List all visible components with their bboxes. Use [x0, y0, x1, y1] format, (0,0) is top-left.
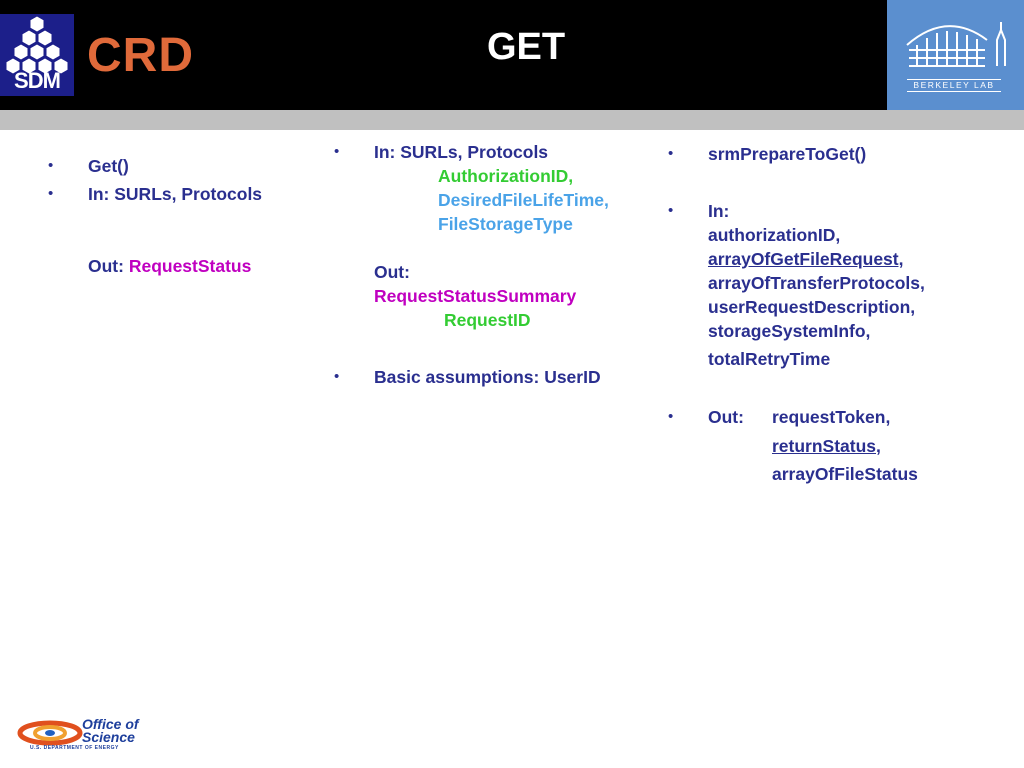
bullet-icon: •: [334, 143, 340, 160]
column-3: • srmPrepareToGet() • In: authorizationI…: [668, 142, 1018, 492]
col3-function-name: srmPrepareToGet(): [708, 144, 867, 164]
bullet-icon: •: [48, 185, 54, 202]
doe-text: U.S. DEPARTMENT OF ENERGY: [30, 745, 119, 751]
bullet-icon: •: [334, 368, 340, 385]
bullet-icon: •: [668, 202, 674, 219]
col3-out-param: returnStatus,: [772, 436, 881, 456]
col2-out-requestid: RequestID: [444, 310, 531, 330]
col3-in-param: arrayOfGetFileRequest,: [708, 249, 904, 269]
slide-header: SDM CRD GET BERKELEY LAB: [0, 0, 1024, 110]
header-divider-bar: [0, 110, 1024, 130]
bullet-icon: •: [48, 157, 54, 174]
col2-in-authorization: AuthorizationID,: [438, 166, 574, 186]
col2-in-line: In: SURLs, Protocols: [374, 142, 549, 162]
col3-out-comma: ,: [885, 407, 891, 427]
col2-basic-assumptions: Basic assumptions: UserID: [374, 367, 601, 387]
office-of-text: Office of: [82, 716, 139, 732]
column-1: • Get() • In: SURLs, Protocols Out: Requ…: [48, 154, 318, 294]
col1-out-line: Out: RequestStatus: [88, 254, 251, 278]
sdm-logo: SDM: [0, 14, 74, 96]
office-of-science-swirl-icon: [17, 720, 83, 746]
col3-in-param: storageSystemInfo,: [708, 321, 871, 341]
col3-out-param: requestToken,: [772, 405, 890, 429]
bullet-icon: •: [668, 145, 674, 162]
col3-out-param: arrayOfFileStatus: [772, 464, 918, 484]
column-2: • In: SURLs, Protocols AuthorizationID, …: [334, 140, 654, 400]
berkeley-lab-logo: BERKELEY LAB: [887, 0, 1024, 110]
berkeley-lab-text: BERKELEY LAB: [907, 79, 1001, 92]
science-text: Science: [82, 729, 135, 745]
bullet-icon: •: [668, 408, 674, 425]
col3-in-param: arrayOfTransferProtocols,: [708, 273, 925, 293]
col3-out-label: Out:: [708, 407, 744, 427]
col3-in-param: authorizationID,: [708, 225, 841, 245]
col3-in-label: In:: [708, 201, 730, 221]
col1-bullet-in: In: SURLs, Protocols: [88, 184, 263, 204]
berkeley-building-icon: [906, 22, 1006, 67]
col3-out-request-token: requestToken: [772, 407, 886, 427]
col2-in-lifetime: DesiredFileLifeTime,: [438, 190, 609, 210]
hexagon-cluster-icon: [5, 15, 69, 75]
col1-out-value: RequestStatus: [128, 256, 252, 276]
crd-logo-text: CRD: [87, 29, 194, 82]
col1-out-label: Out:: [88, 256, 129, 276]
col2-in-storagetype: FileStorageType: [438, 214, 573, 234]
col1-bullet-get: Get(): [88, 156, 129, 176]
col3-in-param: totalRetryTime: [708, 349, 831, 369]
col2-out-label: Out:: [374, 262, 410, 282]
sdm-logo-text: SDM: [14, 68, 61, 93]
slide-title: GET: [486, 26, 566, 68]
col2-out-value: RequestStatusSummary: [374, 286, 577, 306]
office-of-science-logo: Office of Science U.S. DEPARTMENT OF ENE…: [16, 716, 166, 754]
col3-in-param: userRequestDescription,: [708, 297, 916, 317]
